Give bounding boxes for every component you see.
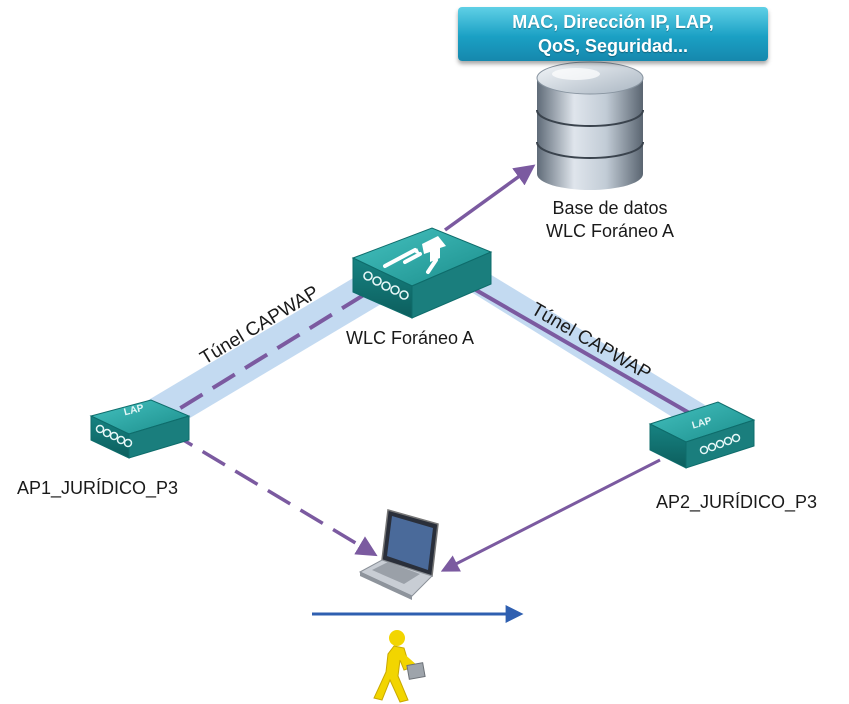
ap2-to-laptop-arrow bbox=[440, 458, 661, 572]
wlc-to-database-arrow bbox=[443, 164, 536, 232]
wlc-label: WLC Foráneo A bbox=[346, 328, 475, 348]
ap2-label: AP2_JURÍDICO_P3 bbox=[656, 492, 818, 512]
tunnel-left-dashed-line bbox=[146, 278, 390, 430]
database-caption-line-2: WLC Foráneo A bbox=[545, 221, 675, 241]
laptop-icon bbox=[358, 509, 439, 600]
database-caption-line-1: Base de datos bbox=[552, 198, 668, 218]
access-point-icon bbox=[648, 401, 756, 469]
wlc-switch-icon bbox=[351, 227, 493, 319]
database-caption: Base de datos WLC Foráneo A bbox=[500, 197, 720, 243]
ap1-to-laptop-arrow bbox=[169, 430, 378, 557]
database-icon bbox=[536, 61, 644, 190]
banner-line-1: MAC, Dirección IP, LAP, bbox=[512, 12, 714, 32]
ap1-label: AP1_JURÍDICO_P3 bbox=[17, 478, 179, 498]
tunnel-right-line bbox=[461, 280, 699, 420]
walking-person-icon bbox=[373, 630, 426, 703]
access-point-icon bbox=[89, 399, 191, 459]
banner-line-2: QoS, Seguridad... bbox=[537, 36, 689, 56]
info-banner: MAC, Dirección IP, LAP, QoS, Seguridad..… bbox=[458, 7, 768, 61]
